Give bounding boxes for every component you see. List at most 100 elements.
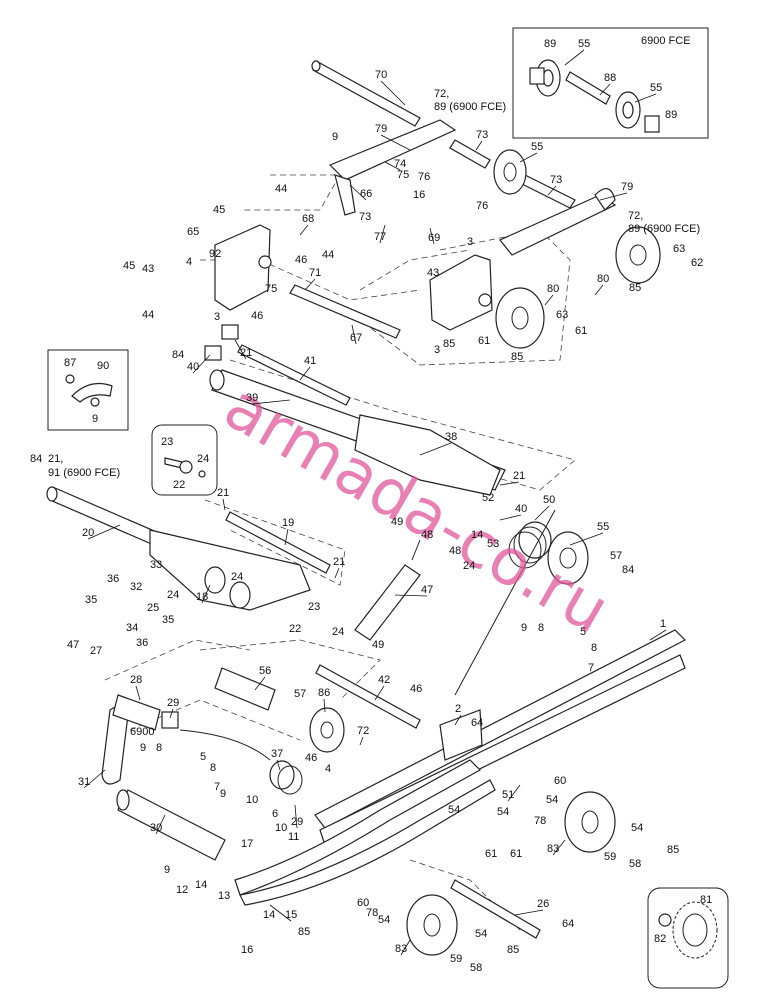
- leader-15: [269, 904, 292, 922]
- leader-74: [384, 161, 401, 171]
- callout-81: 81: [700, 894, 712, 906]
- callout-60a: 60: [554, 775, 566, 787]
- callout-32: 32: [130, 581, 142, 593]
- callout-24a: 24: [197, 453, 209, 465]
- callout-48b: 48: [449, 545, 461, 557]
- callout-72b: 89 (6900 FCE): [434, 101, 506, 113]
- leader-69: [429, 227, 435, 245]
- callout-16a: 16: [413, 189, 425, 201]
- spacer-56: [214, 667, 276, 711]
- callout-55c: 55: [531, 141, 543, 153]
- leader-26: [514, 909, 544, 916]
- callout-21d: 21: [513, 470, 525, 482]
- callout-85f: 85: [507, 944, 519, 956]
- bracket-2: [439, 709, 483, 761]
- leader-68: [299, 224, 309, 236]
- callout-10a: 10: [246, 794, 258, 806]
- callout-9c: 9: [92, 413, 98, 425]
- callout-14b: 14: [195, 879, 207, 891]
- callout-52: 52: [482, 492, 494, 504]
- callout-46a: 46: [295, 254, 307, 266]
- callout-84c: 84: [622, 564, 634, 576]
- leader-88: [599, 83, 611, 96]
- callout-54f: 54: [475, 928, 487, 940]
- shaft-26: [450, 879, 541, 939]
- callout-40a: 40: [515, 503, 527, 515]
- callout-66: 66: [360, 188, 372, 200]
- callout-43a: 43: [142, 263, 154, 275]
- callout-61b: 61: [575, 325, 587, 337]
- callout-6900fce: 6900 FCE: [641, 35, 691, 47]
- callout-70: 70: [375, 69, 387, 81]
- callout-4a: 4: [186, 256, 192, 268]
- tube-30: [116, 789, 226, 861]
- bracket-left-3: [214, 224, 272, 311]
- callout-49b: 49: [372, 639, 384, 651]
- callout-7b: 7: [214, 781, 220, 793]
- leader-55d: [569, 532, 604, 546]
- callout-21a: 21: [217, 487, 229, 499]
- callout-54e: 54: [378, 914, 390, 926]
- callout-57a: 57: [610, 550, 622, 562]
- callout-51: 51: [502, 789, 514, 801]
- callout-64b: 64: [562, 918, 574, 930]
- shaft-19: [225, 511, 331, 574]
- leader-47: [394, 594, 428, 597]
- callout-24e: 24: [463, 560, 475, 572]
- callout-25: 25: [147, 602, 159, 614]
- callout-60b: 60: [357, 897, 369, 909]
- leader-38: [419, 442, 452, 456]
- callout-36a: 36: [107, 573, 119, 585]
- callout-85a: 85: [443, 338, 455, 350]
- axle-42: [315, 664, 421, 729]
- callout-38: 38: [445, 431, 457, 443]
- callout-84b: 84: [172, 349, 184, 361]
- callout-26: 26: [537, 898, 549, 910]
- leader-50: [534, 505, 550, 521]
- callout-72c: 72,: [628, 210, 643, 222]
- leader-79b: [599, 192, 628, 201]
- callout-82: 82: [654, 933, 666, 945]
- callout-69: 69: [428, 232, 440, 244]
- callout-61d: 61: [510, 848, 522, 860]
- callout-90: 90: [97, 360, 109, 372]
- callout-47: 47: [421, 584, 433, 596]
- callout-76b: 76: [476, 200, 488, 212]
- leader-41: [299, 366, 311, 381]
- callout-54a: 54: [448, 804, 460, 816]
- callout-20: 20: [82, 527, 94, 539]
- callout-6: 6: [272, 808, 278, 820]
- callout-47b: 47: [67, 639, 79, 651]
- callout-71: 71: [309, 267, 321, 279]
- callout-85d: 85: [667, 844, 679, 856]
- callout-3c: 3: [467, 236, 473, 248]
- callout-28: 28: [130, 674, 142, 686]
- callout-46d: 46: [305, 752, 317, 764]
- callout-59a: 59: [604, 851, 616, 863]
- spacers-40: [204, 324, 239, 361]
- callout-23a: 23: [161, 436, 173, 448]
- leader-18: [201, 584, 211, 604]
- leader-56: [254, 676, 266, 691]
- callout-39: 39: [246, 392, 258, 404]
- arm-18: [149, 529, 311, 611]
- callout-34: 34: [126, 622, 138, 634]
- callout-37: 37: [271, 748, 283, 760]
- callout-9f: 9: [164, 864, 170, 876]
- callout-8a: 8: [538, 622, 544, 634]
- watermark: armada-co.ru: [212, 370, 621, 649]
- callout-85e: 85: [298, 926, 310, 938]
- callout-5a: 5: [580, 626, 586, 638]
- callout-72a: 72,: [434, 88, 449, 100]
- callout-11: 11: [288, 831, 299, 843]
- leader-86: [323, 698, 326, 713]
- callout-75a: 75: [397, 169, 409, 181]
- callout-8b: 8: [591, 642, 597, 654]
- leader-73a: [475, 140, 483, 151]
- leader-66: [349, 184, 367, 201]
- callout-89b: 89: [665, 109, 677, 121]
- callout-79a: 79: [375, 123, 387, 135]
- callout-55a: 55: [578, 38, 590, 50]
- callout-67: 67: [350, 332, 362, 344]
- callout-55b: 55: [650, 82, 662, 94]
